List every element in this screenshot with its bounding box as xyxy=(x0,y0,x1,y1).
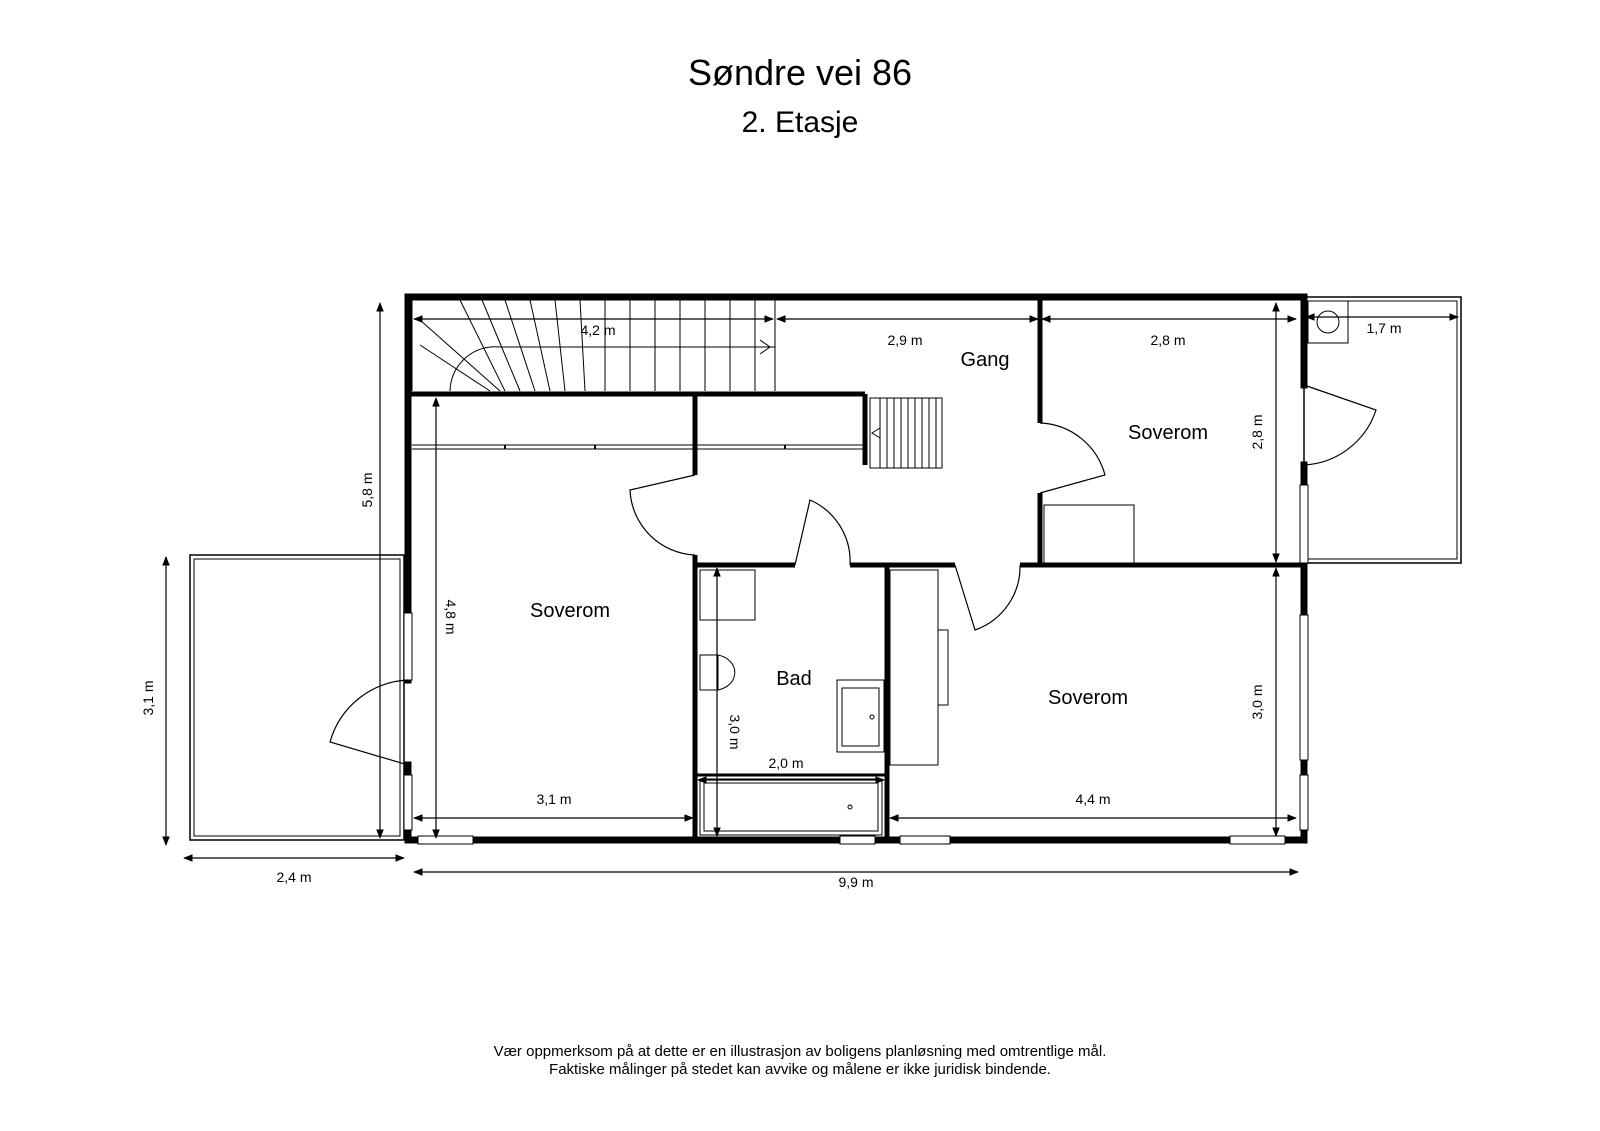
dim-bad-depth: 3,0 m xyxy=(727,714,743,749)
page-title: Søndre vei 86 xyxy=(687,52,913,93)
floor-subtitle: 2. Etasje xyxy=(741,106,859,139)
interior-walls xyxy=(408,297,1304,840)
dim-soverom-ne-depth: 2,8 m xyxy=(1249,414,1265,449)
wardrobe xyxy=(412,444,865,450)
disclaimer-line-1: Vær oppmerksom på at dette er en illustr… xyxy=(493,1043,1107,1060)
dim-balcony-w-depth: 3,1 m xyxy=(140,680,156,715)
dim-soverom-se-width: 4,4 m xyxy=(1075,791,1110,807)
chimney xyxy=(1307,300,1349,344)
dimension-lines xyxy=(162,302,1459,876)
small-staircase xyxy=(869,397,943,469)
balcony-west xyxy=(189,554,405,841)
dim-balcony-ne-width: 1,7 m xyxy=(1366,320,1401,336)
closet-se xyxy=(889,569,949,766)
room-label-soverom-ne: Soverom xyxy=(1128,422,1208,444)
doors xyxy=(329,384,1377,766)
dim-soverom-se-depth: 3,0 m xyxy=(1249,684,1265,719)
windows xyxy=(403,484,1309,845)
disclaimer: Vær oppmerksom på at dette er en illustr… xyxy=(0,1043,1600,1079)
balcony-east xyxy=(1303,296,1462,564)
room-label-gang: Gang xyxy=(961,349,1010,371)
desk-ne xyxy=(1043,504,1135,564)
dim-balcony-w-width: 2,4 m xyxy=(276,869,311,885)
dim-soverom-w-depth: 4,8 m xyxy=(443,599,459,634)
main-staircase xyxy=(411,299,776,392)
dim-total-depth: 5,8 m xyxy=(359,472,375,507)
room-label-bad: Bad xyxy=(776,668,812,690)
dim-gang-width: 2,9 m xyxy=(887,332,922,348)
dim-soverom-ne-width: 2,8 m xyxy=(1150,332,1185,348)
room-label-soverom-se: Soverom xyxy=(1048,687,1128,709)
room-label-soverom-w: Soverom xyxy=(530,600,610,622)
dim-stair-width: 4,2 m xyxy=(580,322,615,338)
dim-soverom-w-width: 3,1 m xyxy=(536,791,571,807)
dim-total-width: 9,9 m xyxy=(838,874,873,890)
bathroom-fixtures xyxy=(699,569,885,836)
dim-bad-width: 2,0 m xyxy=(768,755,803,771)
exterior-walls xyxy=(404,293,1308,844)
disclaimer-line-2: Faktiske målinger på stedet kan avvike o… xyxy=(549,1061,1051,1078)
